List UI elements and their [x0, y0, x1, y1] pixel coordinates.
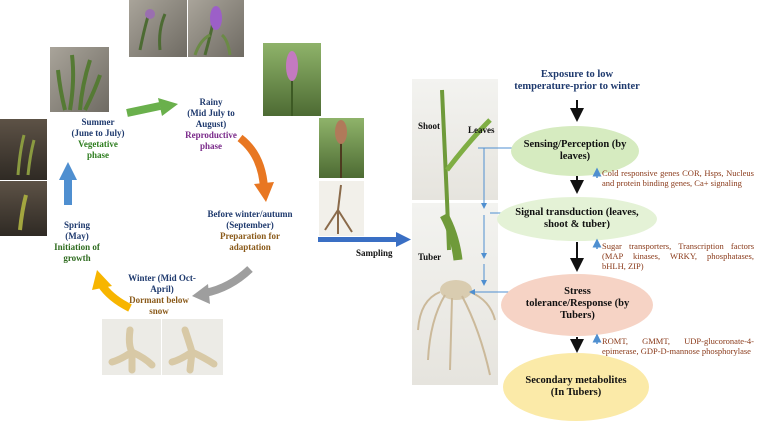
stress-text: Stress tolerance/Response (by Tubers) — [525, 286, 630, 321]
spring-photo-1 — [0, 119, 47, 180]
autumn-photo-2 — [319, 181, 364, 236]
spring-label: Spring (May) Initiation of growth — [48, 220, 106, 264]
sensing-genes-text: Cold responsive genes COR, Hsps, Nucleus… — [602, 168, 754, 188]
summer-label: Summer (June to July) Vegetative phase — [58, 117, 138, 161]
rainy-period: (Mid July to August) — [187, 108, 235, 129]
summer-phase: Vegetative phase — [78, 139, 118, 160]
secondary-text: Secondary metabolites (In Tubers) — [525, 375, 627, 398]
leaves-label: Leaves — [468, 125, 495, 135]
autumn-phase: Preparation for adaptation — [219, 231, 281, 252]
sampling-arrow — [318, 232, 411, 247]
ellipse-signal — [497, 197, 657, 241]
autumn-label: Before winter/autumn (September) Prepara… — [189, 209, 311, 253]
shoot-label: Shoot — [418, 121, 441, 131]
ellipse-sensing — [511, 126, 639, 176]
summer-photo — [50, 47, 109, 112]
winter-label: Winter (Mid Oct-April) Dormant below sno… — [128, 273, 196, 317]
flow-top-text: Exposure to low temperature-prior to win… — [514, 69, 640, 92]
rainy-photo — [129, 0, 244, 57]
autumn-photo-1 — [319, 118, 364, 178]
winter-photo — [102, 319, 223, 375]
sensing-text: Sensing/Perception (by leaves) — [523, 139, 627, 162]
ellipse-secondary — [503, 353, 649, 421]
cycle-arrows — [59, 98, 274, 312]
signal-genes-text: Sugar transporters, Transcription factor… — [602, 241, 754, 271]
tuber-label: Tuber — [418, 252, 442, 262]
summer-period: (June to July) — [71, 128, 125, 138]
summer-title: Summer — [81, 117, 115, 127]
winter-title: Winter (Mid Oct-April) — [128, 273, 196, 294]
ellipse-stress — [501, 274, 653, 336]
signal-text: Signal transduction (leaves, shoot & tub… — [515, 207, 639, 230]
autumn-period: (September) — [226, 220, 274, 230]
rainy-label: Rainy (Mid July to August) Reproductive … — [179, 97, 243, 152]
autumn-title: Before winter/autumn — [207, 209, 293, 219]
reproductive-photo — [263, 43, 321, 116]
sampling-label: Sampling — [356, 248, 393, 258]
rainy-phase: Reproductive phase — [185, 130, 237, 151]
stress-genes-text: ROMT, GMMT, UDP-glucoronate-4-epimerase,… — [602, 336, 754, 356]
spring-title: Spring (May) — [63, 220, 90, 241]
spring-phase: Initiation of growth — [54, 242, 100, 263]
winter-phase: Dormant below snow — [129, 295, 189, 316]
blue-connectors — [469, 147, 514, 295]
spring-photo-2 — [0, 181, 47, 236]
rainy-title: Rainy — [199, 97, 223, 107]
